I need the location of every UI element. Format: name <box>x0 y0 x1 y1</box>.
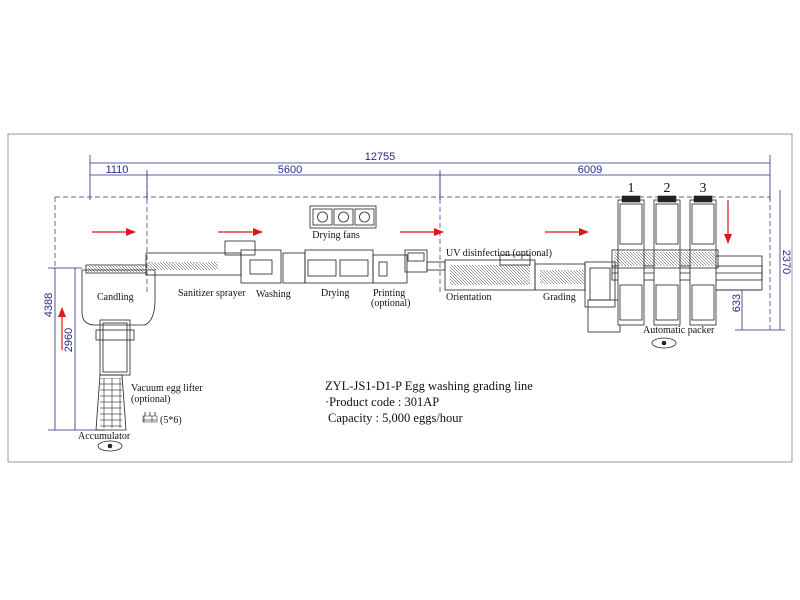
dim-left-height: 4388 <box>43 293 55 317</box>
vacuum-egg-lifter <box>95 319 135 376</box>
tray-grid-icon <box>142 412 158 423</box>
label-printing-optional: (optional) <box>371 298 410 309</box>
orientation-rollers <box>450 265 530 285</box>
accumulator <box>95 374 127 431</box>
dim-total-length: 12755 <box>365 151 396 163</box>
label-accumulator: Accumulator <box>78 431 131 442</box>
label-automatic-packer: Automatic packer <box>643 325 715 336</box>
packer-track-rollers <box>614 252 716 266</box>
dim-seg2: 5600 <box>278 164 302 176</box>
label-printing: Printing <box>373 288 405 299</box>
dim-seg3: 6009 <box>578 164 602 176</box>
drying-unit <box>282 252 306 284</box>
machine-line <box>81 240 763 333</box>
info-model-line: ZYL-JS1-D1-P Egg washing grading line <box>325 379 533 393</box>
sanitizer-box <box>224 240 256 256</box>
label-drying: Drying <box>321 288 349 299</box>
sanitizer-rollers <box>148 262 218 270</box>
packer-number-1: 1 <box>628 181 635 196</box>
info-capacity: Capacity : 5,000 eggs/hour <box>328 411 464 425</box>
label-sanitizer-sprayer: Sanitizer sprayer <box>178 288 246 299</box>
info-block: ZYL-JS1-D1-P Egg washing grading line ·P… <box>325 379 533 425</box>
label-orientation: Orientation <box>446 292 492 303</box>
dim-left-inner-height: 2960 <box>63 328 75 352</box>
info-product-code: ·Product code : 301AP <box>325 395 439 409</box>
drawing-frame <box>7 133 793 463</box>
grading-rollers <box>540 270 584 284</box>
candling-unit <box>81 269 156 326</box>
printing-unit <box>372 254 408 284</box>
label-vacuum-lifter-optional: (optional) <box>131 394 170 405</box>
dim-right-height: 2370 <box>780 250 792 274</box>
flow-arrows <box>58 200 732 350</box>
transfer-conveyor <box>426 261 446 271</box>
label-grading: Grading <box>543 292 576 303</box>
dim-seg1: 1110 <box>106 164 129 176</box>
label-candling: Candling <box>97 292 134 303</box>
label-uv-disinfection: UV disinfection (optional) <box>446 248 552 259</box>
label-tray-grid: (5*6) <box>160 415 182 426</box>
packer-number-2: 2 <box>664 181 671 196</box>
infeed-rollers <box>88 266 144 272</box>
dim-right-small: 633 <box>731 294 743 312</box>
automatic-packers <box>611 195 719 326</box>
operator-eye-icon <box>651 337 677 349</box>
label-vacuum-lifter: Vacuum egg lifter <box>131 383 203 394</box>
packer-number-3: 3 <box>700 181 707 196</box>
label-drying-fans: Drying fans <box>312 230 360 241</box>
drying-fans <box>309 205 377 229</box>
operator-eye-icon <box>97 440 123 452</box>
washing-unit <box>240 249 282 284</box>
label-washing: Washing <box>256 289 291 300</box>
